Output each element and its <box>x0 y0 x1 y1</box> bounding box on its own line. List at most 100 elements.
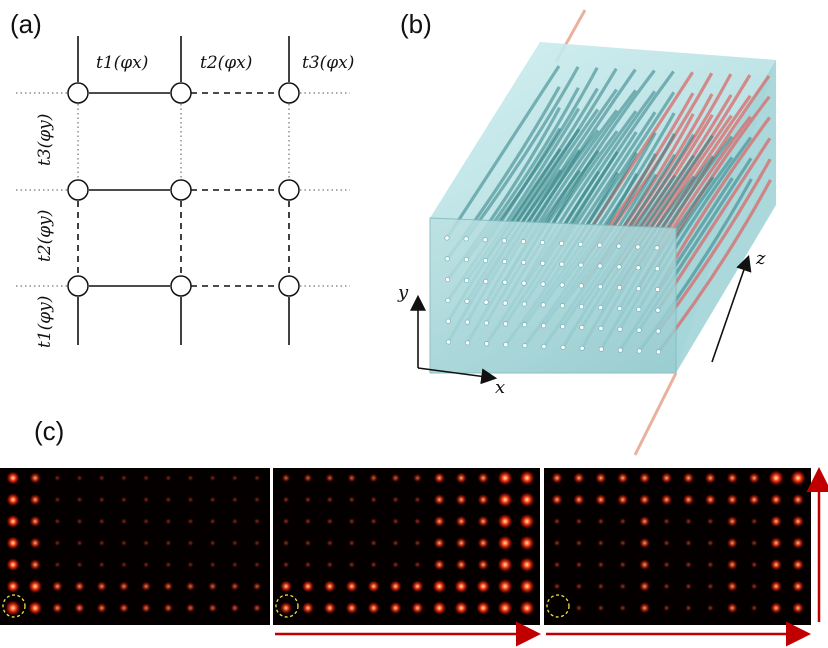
intensity-spot <box>348 561 356 569</box>
waveguide-end <box>655 307 661 313</box>
intensity-spot <box>497 491 513 508</box>
waveguide-end <box>579 345 585 351</box>
intensity-spot <box>573 472 585 484</box>
intensity-spot <box>282 561 290 569</box>
intensity-spot <box>6 536 20 550</box>
intensity-spot <box>54 474 61 482</box>
intensity-spot <box>432 601 447 615</box>
waveguide-end <box>501 238 507 244</box>
intensity-spot <box>303 473 313 483</box>
intensity-spot <box>575 539 583 547</box>
intensity-spot <box>370 561 378 569</box>
panel-b-waveguide-array: (b) y x z <box>397 9 776 456</box>
waveguide-end <box>597 284 603 290</box>
intensity-spot <box>391 473 401 483</box>
waveguide-end <box>617 326 623 332</box>
intensity-spot <box>575 604 583 612</box>
intensity-spot <box>638 493 651 506</box>
waveguide-end <box>560 324 566 330</box>
intensity-spot <box>619 604 627 612</box>
intensity-spot <box>370 496 378 504</box>
intensity-spot <box>323 601 337 615</box>
intensity-spot <box>141 581 152 592</box>
intensity-spot <box>325 473 335 483</box>
waveguide-end <box>445 277 451 283</box>
waveguide-end <box>617 347 623 353</box>
intensity-spot <box>413 539 421 547</box>
intensity-spot <box>519 513 535 530</box>
intensity-spot <box>6 471 20 485</box>
waveguide <box>464 66 580 240</box>
intensity-spot <box>367 580 380 593</box>
intensity-spot <box>231 561 239 568</box>
intensity-spot <box>392 496 400 504</box>
intensity-spot <box>345 580 358 593</box>
waveguide-end <box>654 245 660 251</box>
waveguide-end <box>636 348 642 354</box>
intensity-spot <box>519 556 535 573</box>
intensity-spot <box>573 493 585 506</box>
intensity-spot <box>369 473 379 483</box>
intensity-spot <box>98 474 106 482</box>
intensity-spot <box>413 496 421 504</box>
intensity-spot <box>551 493 563 506</box>
intensity-spot <box>253 474 261 482</box>
intensity-spot <box>6 557 20 572</box>
intensity-spot <box>477 558 489 571</box>
waveguide-end <box>560 344 566 350</box>
waveguide-end <box>521 280 527 286</box>
intensity-spot <box>253 539 261 547</box>
intensity-spot <box>433 493 446 506</box>
intensity-spot <box>519 600 535 616</box>
intensity-spot <box>662 561 671 569</box>
waveguide-end <box>521 301 527 307</box>
intensity-spot <box>230 581 240 591</box>
panel-label-b: (b) <box>400 9 432 39</box>
intensity-spot <box>597 604 605 612</box>
intensity-spot <box>348 539 356 547</box>
hopping-label-x-2: t2(φx) <box>200 53 252 73</box>
intensity-spot <box>619 582 627 590</box>
intensity-spot <box>750 604 758 612</box>
intensity-spot <box>142 474 150 482</box>
intensity-spot <box>6 514 20 529</box>
intensity-spot <box>639 559 651 571</box>
intensity-spot <box>209 496 216 503</box>
intensity-spot <box>98 561 106 568</box>
intensity-spot <box>304 539 312 547</box>
waveguide-end <box>444 256 450 262</box>
panel-label-c: (c) <box>34 416 64 446</box>
intensity-spot <box>684 561 693 569</box>
intensity-spot <box>54 561 61 568</box>
intensity-spot <box>142 518 150 525</box>
intensity-spot <box>252 581 262 591</box>
intensity-spots <box>5 470 806 616</box>
waveguide-end <box>464 298 470 304</box>
waveguide-end <box>541 343 547 349</box>
intensity-spot <box>792 515 804 528</box>
intensity-spot <box>282 496 290 504</box>
intensity-spot <box>454 601 469 615</box>
intensity-spot <box>29 558 41 571</box>
waveguide-end <box>540 260 546 266</box>
waveguide-end <box>541 323 547 329</box>
hopping-label-y-3: t3(φy) <box>35 114 55 166</box>
intensity-spot <box>231 474 239 482</box>
intensity-spot <box>6 579 20 594</box>
waveguide-end <box>465 340 471 346</box>
intensity-spot <box>54 539 61 547</box>
intensity-spot <box>301 580 315 593</box>
intensity-spot <box>595 472 607 484</box>
intensity-spot <box>770 580 783 593</box>
intensity-spot <box>304 496 312 504</box>
intensity-spot <box>231 518 239 525</box>
intensity-spot <box>209 518 216 525</box>
intensity-spot <box>281 473 291 483</box>
intensity-spot <box>497 535 513 551</box>
intensity-spot <box>454 579 469 594</box>
intensity-spot <box>29 493 41 506</box>
intensity-spot <box>792 580 804 593</box>
axis-label-z: z <box>755 248 766 269</box>
intensity-spot <box>252 603 262 613</box>
intensity-spot <box>326 539 334 547</box>
